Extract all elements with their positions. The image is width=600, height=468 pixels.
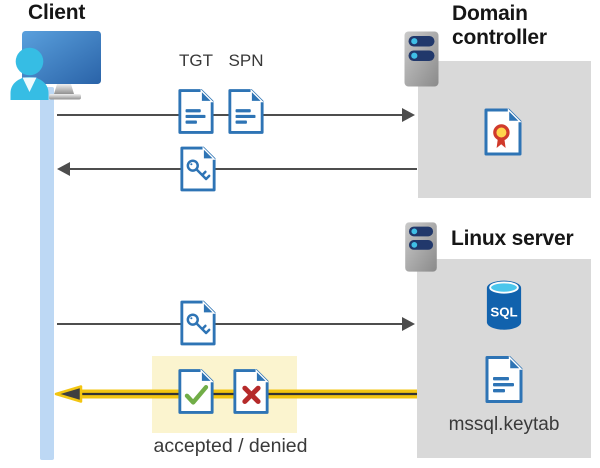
client-title: Client (28, 1, 86, 24)
client-computer-user-icon (10, 31, 101, 100)
tgt-spn-request-arrowhead (402, 108, 415, 122)
session-key-document-icon (180, 146, 216, 192)
domain-controller-title: Domain controller (452, 2, 547, 50)
linux-server-icon (405, 222, 437, 272)
tgt-document-icon (178, 88, 214, 134)
spn-label: SPN (228, 51, 264, 70)
accepted-document-icon (178, 368, 214, 414)
spn-document-icon (228, 88, 264, 134)
ticket-response-arrowhead (57, 162, 70, 176)
domain-controller-server-icon (404, 31, 439, 87)
result-label: accepted / denied (153, 435, 308, 457)
client-lifeline (40, 87, 54, 460)
key-to-server-arrowhead (402, 317, 415, 331)
linux-server-title: Linux server (451, 227, 574, 250)
sql-database-icon: SQL (486, 280, 522, 330)
tgt-label: TGT (179, 51, 213, 70)
keytab-filename: mssql.keytab (448, 414, 560, 435)
ticket-response-line (70, 168, 417, 170)
key-document-icon (180, 300, 216, 346)
key-to-server-line (57, 323, 402, 325)
sql-label: SQL (490, 304, 517, 319)
denied-document-icon (233, 368, 269, 414)
keytab-document-icon (485, 355, 523, 403)
certificate-document-icon (484, 108, 522, 156)
